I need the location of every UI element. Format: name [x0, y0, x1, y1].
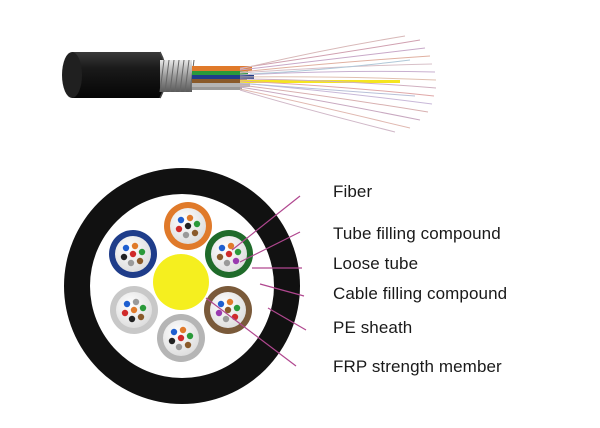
loose-tube [204, 286, 252, 334]
cable-loose-tubes [192, 66, 254, 90]
label-cable-filling-compound: Cable filling compound [333, 284, 508, 303]
cable-armor [159, 59, 195, 93]
loose-tube [205, 230, 253, 278]
cable-fibers [239, 35, 437, 133]
cable-side-view [62, 35, 437, 133]
label-pe-sheath: PE sheath [333, 318, 413, 337]
cable-jacket [62, 51, 167, 99]
cable-central-member [240, 80, 400, 83]
leader-lines [205, 195, 307, 367]
loose-tube [164, 202, 212, 250]
loose-tube [109, 230, 157, 278]
label-loose-tube: Loose tube [333, 254, 419, 273]
leader-line-cable-filling-compound [259, 283, 305, 297]
loose-tube [110, 286, 158, 334]
leader-line-frp-strength-member [205, 297, 297, 367]
leader-line-pe-sheath [267, 307, 307, 331]
frp-strength-member [153, 254, 209, 310]
leader-line-fiber [231, 195, 301, 251]
leader-line-tube-filling-compound [239, 231, 301, 263]
label-tube-filling-compound: Tube filling compound [333, 224, 501, 243]
label-frp-strength-member: FRP strength member [333, 357, 502, 376]
loose-tube [157, 314, 205, 362]
label-fiber: Fiber [333, 182, 373, 201]
cable-cross-section [64, 168, 300, 404]
